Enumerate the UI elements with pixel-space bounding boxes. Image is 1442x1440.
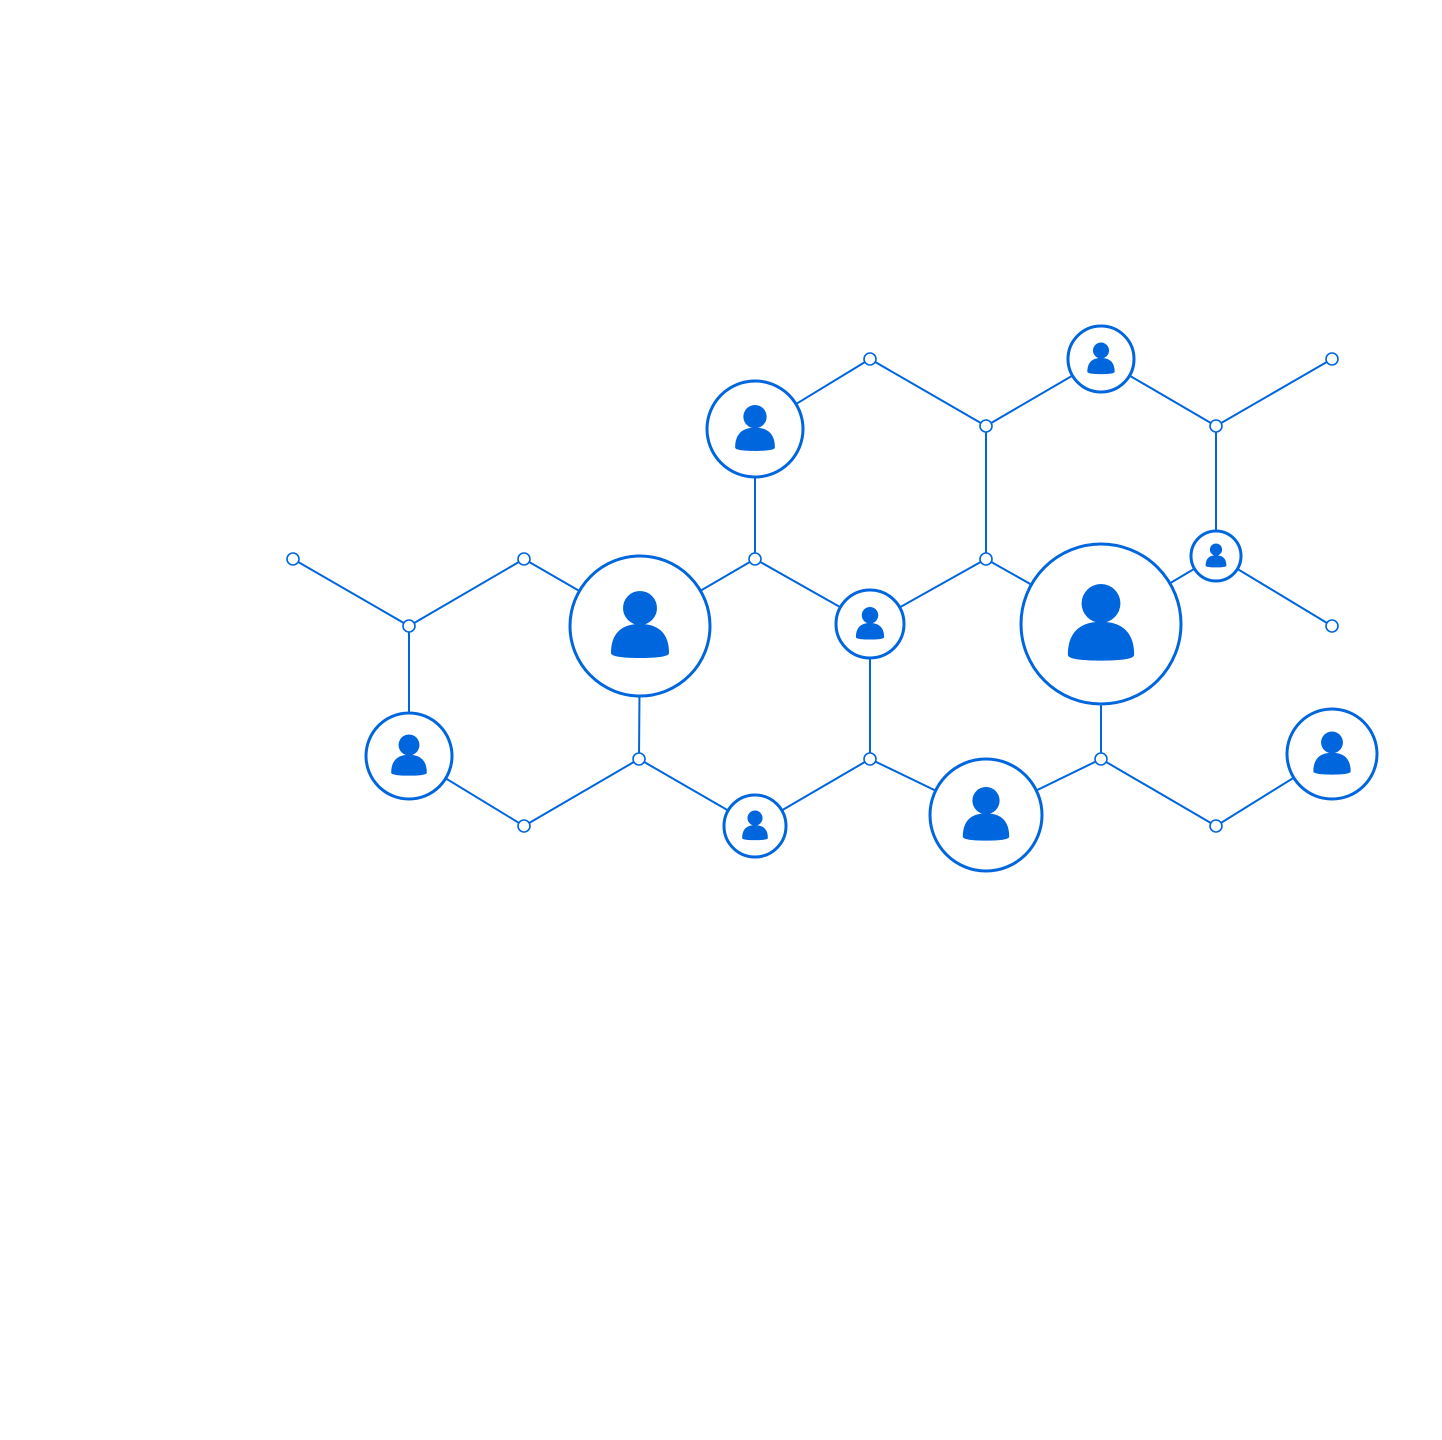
junction-dot [863, 752, 877, 766]
person-node [568, 554, 712, 698]
junction-dot [748, 552, 762, 566]
connection-line [869, 358, 987, 427]
junction-dot [517, 819, 531, 833]
user-icon [1087, 342, 1115, 375]
person-node [722, 793, 788, 859]
junction-dot [979, 419, 993, 433]
user-icon [742, 810, 768, 841]
connection-line [1100, 758, 1217, 827]
junction-dot [632, 752, 646, 766]
junction-dot [286, 552, 300, 566]
person-node [928, 757, 1044, 873]
person-node [1066, 324, 1136, 394]
junction-dot [1094, 752, 1108, 766]
connection-line [292, 558, 410, 627]
junction-dot [517, 552, 531, 566]
person-node [1019, 542, 1183, 706]
junction-dot [1209, 419, 1223, 433]
person-node [834, 588, 906, 660]
junction-dot [979, 552, 993, 566]
junction-dot [1325, 352, 1339, 366]
user-icon [391, 734, 427, 776]
connection-line [523, 758, 640, 827]
junction-dot [1209, 819, 1223, 833]
user-icon [962, 787, 1010, 841]
user-icon [611, 591, 669, 658]
person-node [705, 379, 805, 479]
connection-line [408, 558, 525, 627]
junction-dot [1325, 619, 1339, 633]
user-icon [855, 607, 885, 640]
person-node [364, 711, 454, 801]
person-node [1189, 529, 1243, 583]
person-node [1285, 707, 1379, 801]
connection-line [1215, 358, 1333, 427]
user-icon [735, 405, 775, 451]
junction-dot [863, 352, 877, 366]
user-icon [1313, 731, 1351, 775]
user-icon [1205, 543, 1227, 568]
user-icon [1067, 584, 1135, 661]
junction-dot [402, 619, 416, 633]
